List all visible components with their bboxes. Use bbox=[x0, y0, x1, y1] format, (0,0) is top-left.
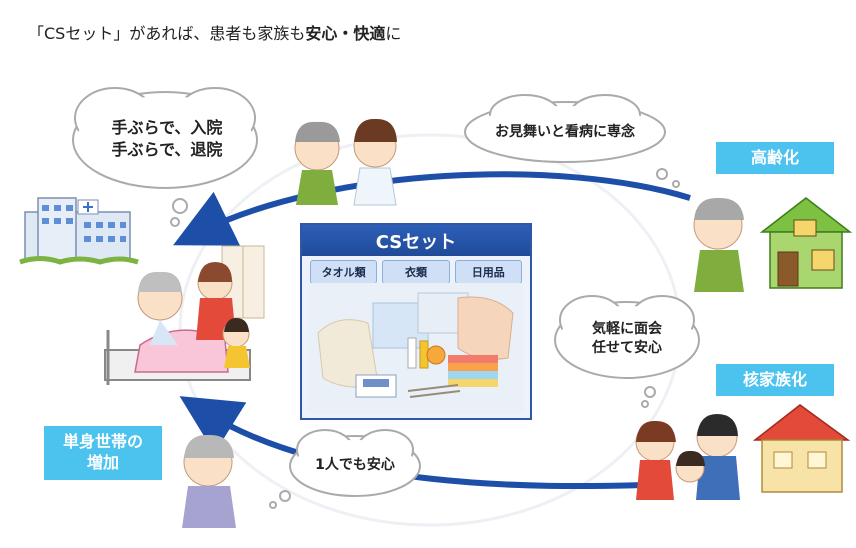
tag-single: 単身世帯の 増加 bbox=[44, 426, 162, 480]
elderly-couple-illustration bbox=[294, 118, 397, 206]
tag-nuclear: 核家族化 bbox=[716, 364, 834, 396]
cloud-nuclear bbox=[554, 295, 700, 408]
bubble-nuclear-line1: 気軽に面会 bbox=[592, 321, 662, 337]
cs-set-panel: CSセット タオル類 衣類 日用品 bbox=[300, 223, 532, 420]
arrow-bottom bbox=[179, 396, 646, 490]
title-sep: ・ bbox=[337, 24, 354, 43]
red-house-illustration bbox=[752, 404, 851, 493]
single-elderly-illustration bbox=[182, 434, 236, 528]
cloud-visit bbox=[464, 94, 680, 188]
hospital-illustration bbox=[19, 197, 139, 265]
green-house-illustration bbox=[759, 197, 853, 289]
tag-single-line1: 単身世帯の bbox=[62, 432, 143, 452]
bubble-nuclear-text: 気軽に面会 任せて安心 bbox=[572, 320, 682, 358]
cloud-single bbox=[269, 429, 421, 509]
cs-set-title: CSセット bbox=[302, 225, 530, 256]
title-prefix: 「CSセット」があれば、患者も家族も bbox=[28, 24, 306, 43]
cs-set-products-photo bbox=[308, 283, 524, 414]
bubble-single-text: 1人でも安心 bbox=[315, 457, 395, 473]
patient-family-illustration bbox=[104, 245, 265, 385]
category-daily-goods: 日用品 bbox=[454, 260, 522, 284]
bubble-hospital-line1: 手ぶらで、入院 bbox=[111, 118, 223, 137]
title-emph-comfort: 快適 bbox=[353, 24, 386, 43]
arrow-top bbox=[173, 171, 691, 246]
cloud-hospital bbox=[72, 87, 258, 227]
title-suffix: に bbox=[385, 24, 402, 43]
bubble-hospital-text: 手ぶらで、入院 手ぶらで、退院 bbox=[92, 117, 242, 160]
bubble-hospital-line2: 手ぶらで、退院 bbox=[111, 139, 223, 159]
category-towels: タオル類 bbox=[310, 260, 378, 284]
category-clothing: 衣類 bbox=[382, 260, 450, 284]
cs-set-categories: タオル類 衣類 日用品 bbox=[310, 260, 522, 284]
nuclear-family-illustration bbox=[635, 414, 740, 500]
bubble-visit-text: お見舞いと看病に専念 bbox=[495, 124, 635, 140]
title-emph-safe: 安心 bbox=[305, 24, 338, 43]
tag-single-line2: 増加 bbox=[86, 453, 119, 472]
elderly-man-illustration bbox=[693, 197, 744, 292]
tag-aging: 高齢化 bbox=[716, 142, 834, 174]
bubble-nuclear-line2: 任せて安心 bbox=[592, 339, 662, 356]
page-title: 「CSセット」があれば、患者も家族も安心・快適に bbox=[28, 20, 401, 44]
